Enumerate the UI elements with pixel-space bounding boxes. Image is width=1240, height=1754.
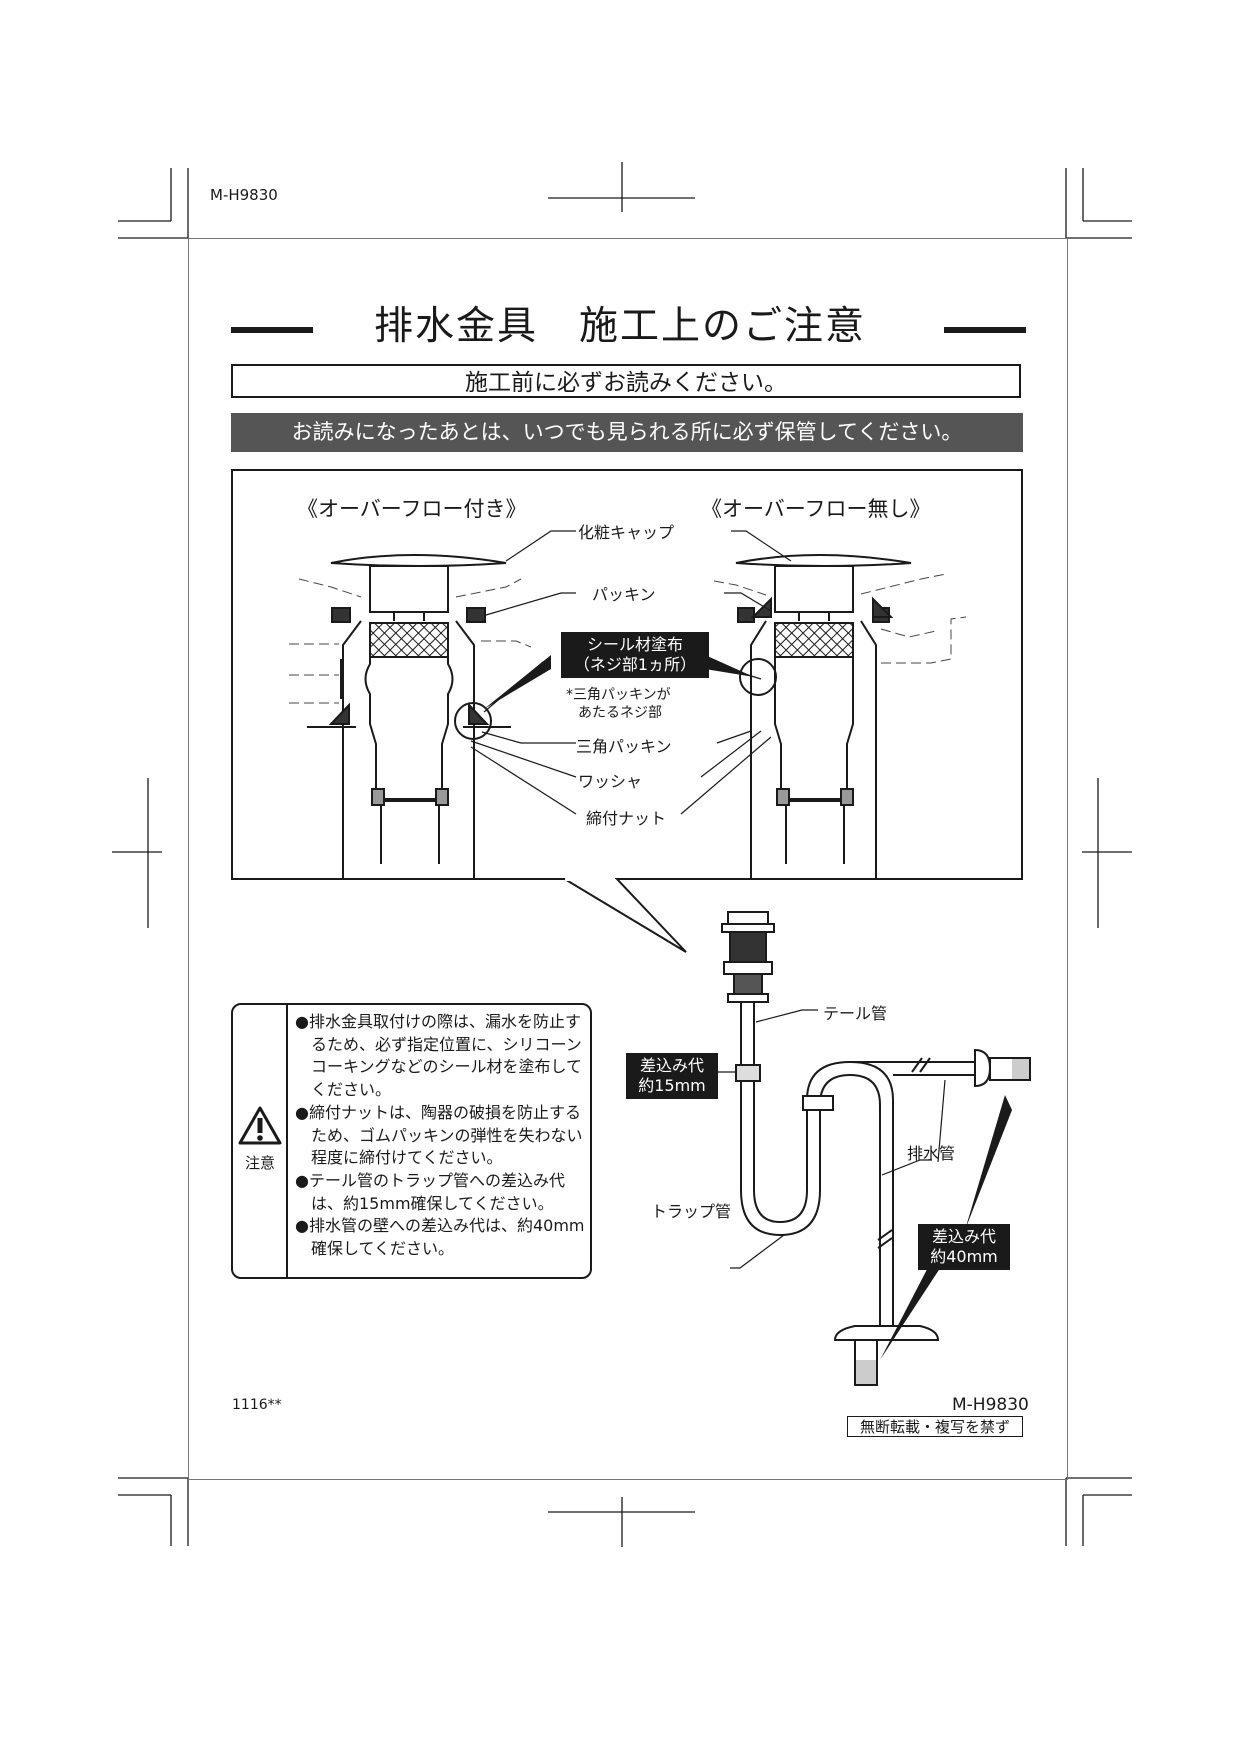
seal-callout-line1: シール材塗布 (586, 635, 683, 654)
detail-diagram-box (231, 469, 1023, 880)
read-before-notice: 施工前に必ずお読みください。 (231, 364, 1021, 398)
caution-item: ●排水金具取付けの際は、漏水を防止するため、必ず指定位置に、シリコーンコーキング… (295, 1012, 583, 1100)
caution-item: ●排水管の壁への差込み代は、約40mm確保してください。 (295, 1216, 585, 1259)
seal-note-line1: *三角パッキンが (566, 687, 671, 703)
label-drain-pipe: 排水管 (907, 1144, 956, 1163)
seal-note-line2: あたるネジ部 (578, 705, 662, 721)
fitting-with-overflow (307, 554, 511, 880)
title-rule-right (944, 327, 1026, 333)
keep-manual-banner: お読みになったあとは、いつでも見られる所に必ず保管してください。 (231, 413, 1023, 452)
bubble-tail (561, 878, 687, 953)
insert-40-line2: 約40mm (930, 1247, 998, 1266)
copyright-notice: 無断転載・複写を禁ず (847, 1416, 1023, 1437)
label-packing: パッキン (592, 585, 656, 604)
caution-item: ●締付ナットは、陶器の破損を防止するため、ゴムパッキンの弾性を失わない程度に締付… (295, 1102, 583, 1168)
label-trap-pipe: トラップ管 (651, 1202, 732, 1221)
page-frame (188, 238, 1068, 1480)
caution-item: ●テール管のトラップ管への差込み代は、約15mm確保してください。 (295, 1170, 565, 1213)
page-title: 排水金具 施工上のご注意 (373, 304, 866, 349)
seal-callout: シール材塗布 （ネジ部1ヵ所） (561, 632, 709, 678)
caution-box (231, 1003, 592, 1279)
seal-callout-line2: （ネジ部1ヵ所） (573, 655, 697, 674)
insert-40-line1: 差込み代 (931, 1227, 996, 1246)
fitting-without-overflow (735, 554, 912, 880)
trap-assembly-diagram (716, 911, 1031, 1386)
model-number: M-H9830 (952, 1395, 1029, 1415)
label-cap: 化粧キャップ (578, 523, 675, 542)
insert-15-line2: 約15mm (638, 1076, 706, 1095)
doc-code: M-H9830 (210, 186, 278, 204)
caution-divider (286, 1005, 288, 1277)
label-washer: ワッシャ (578, 772, 643, 791)
label-without-overflow: 《オーバーフロー無し》 (701, 497, 931, 521)
insert-40-callout: 差込み代 約40mm (918, 1224, 1010, 1270)
title-rule-left (231, 327, 313, 333)
insert-15-callout: 差込み代 約15mm (626, 1053, 718, 1099)
drain-fitting-diagram (289, 530, 967, 880)
footer-code: 1116** (232, 1397, 282, 1413)
label-triangle-packing: 三角パッキン (576, 737, 672, 756)
caution-label: 注意 (244, 1154, 275, 1172)
caution-list: ●排水金具取付けの際は、漏水を防止するため、必ず指定位置に、シリコーンコーキング… (295, 1011, 591, 1261)
label-nut: 締付ナット (586, 809, 667, 828)
label-with-overflow: 《オーバーフロー付き》 (297, 497, 527, 521)
warning-icon (238, 1106, 282, 1145)
label-tail-pipe: テール管 (823, 1004, 888, 1023)
insert-15-line1: 差込み代 (639, 1056, 704, 1075)
